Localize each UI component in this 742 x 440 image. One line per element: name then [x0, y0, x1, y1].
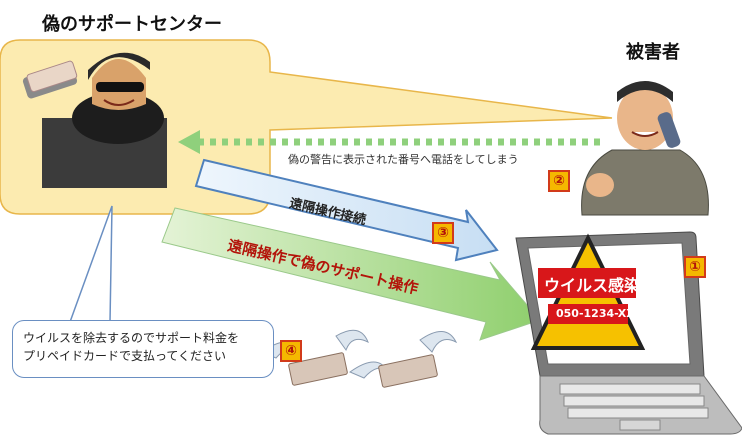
fake-support-arrow — [161, 207, 541, 341]
call-instruction-text: 偽の警告に表示された番号へ電話をしてしまう — [288, 153, 519, 166]
payment-request-note: ウイルスを除去するのでサポート料金を プリペイドカードで支払ってください — [12, 320, 274, 378]
badge-4: ④ — [280, 340, 302, 362]
fake-center-title: 偽のサポートセンター — [42, 14, 222, 35]
phone-icon — [581, 81, 709, 216]
remote-connect-arrow — [194, 158, 499, 262]
badge-3: ③ — [432, 222, 454, 244]
badge-1: ① — [684, 256, 706, 278]
note-tail — [68, 205, 113, 323]
call-arrow — [178, 130, 600, 154]
payment-request-line-2: プリペイドカードで支払ってください — [23, 349, 227, 363]
scammer-icon — [22, 52, 167, 188]
fake-phone-number: 050-1234-XXXX — [556, 307, 652, 320]
victim-title: 被害者 — [626, 42, 680, 63]
virus-warning-text: ウイルス感染 — [544, 276, 641, 295]
payment-request-line-1: ウイルスを除去するのでサポート料金を — [23, 331, 240, 345]
badge-2: ② — [548, 170, 570, 192]
